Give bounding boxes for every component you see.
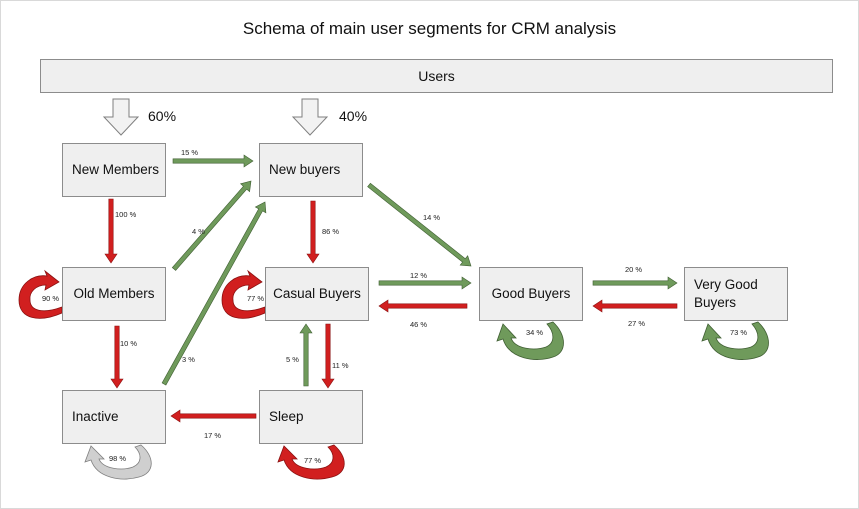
flow-label-good-buyers-to-very-good-buyers: 20 % bbox=[625, 265, 643, 274]
node-new-members: New Members bbox=[62, 143, 166, 197]
node-casual-buyers: Casual Buyers bbox=[265, 267, 369, 321]
arrow-good-buyers-to-casual-buyers bbox=[378, 299, 468, 313]
entry-percent-new-buyers: 40% bbox=[339, 108, 368, 124]
entry-arrow-new-buyers bbox=[291, 98, 329, 136]
flow-label-sleep-to-inactive: 17 % bbox=[204, 431, 222, 440]
node-inactive-label: Inactive bbox=[72, 409, 119, 424]
node-casual-buyers-label: Casual Buyers bbox=[273, 286, 361, 301]
arrow-old-members-to-inactive bbox=[110, 325, 124, 389]
loop-old-members bbox=[18, 269, 63, 319]
arrow-casual-buyers-to-sleep bbox=[321, 323, 335, 389]
loop-good-buyers bbox=[496, 321, 564, 360]
node-sleep-label: Sleep bbox=[269, 409, 304, 424]
node-new-members-label: New Members bbox=[72, 162, 160, 177]
diagram-title: Schema of main user segments for CRM ana… bbox=[242, 19, 617, 38]
node-very-good-buyers-label: Very Good Buyers bbox=[694, 277, 758, 310]
arrow-inactive-to-new-buyers bbox=[161, 201, 267, 386]
arrow-new-buyers-to-casual-buyers bbox=[306, 200, 320, 264]
node-good-buyers: Good Buyers bbox=[479, 267, 583, 321]
arrow-new-buyers-to-good-buyers bbox=[367, 182, 472, 267]
flow-label-good-buyers-to-casual-buyers: 46 % bbox=[410, 320, 428, 329]
flow-label-inactive-to-new-buyers: 3 % bbox=[182, 355, 195, 364]
node-inactive: Inactive bbox=[62, 390, 166, 444]
flow-label-sleep-to-casual-buyers: 5 % bbox=[286, 355, 299, 364]
arrow-sleep-to-inactive bbox=[170, 409, 257, 423]
arrow-old-members-to-new-buyers bbox=[171, 180, 252, 271]
flow-label-new-buyers-to-good-buyers: 14 % bbox=[423, 213, 441, 222]
flow-label-casual-buyers-self: 77 % bbox=[247, 294, 265, 303]
node-old-members-label: Old Members bbox=[73, 286, 155, 301]
arrow-very-good-buyers-to-good-buyers bbox=[592, 299, 678, 313]
flow-label-casual-buyers-to-good-buyers: 12 % bbox=[410, 271, 428, 280]
arrow-new-members-to-old-members bbox=[104, 198, 118, 264]
loop-very-good-buyers bbox=[701, 321, 769, 360]
loop-inactive bbox=[84, 444, 152, 480]
flow-label-old-members-to-new-buyers: 4 % bbox=[192, 227, 205, 236]
entry-percent-new-members: 60% bbox=[148, 108, 177, 124]
arrow-new-members-to-new-buyers bbox=[172, 154, 254, 168]
flow-label-casual-buyers-to-sleep: 11 % bbox=[332, 361, 349, 370]
loop-sleep bbox=[277, 444, 345, 480]
node-good-buyers-label: Good Buyers bbox=[491, 286, 571, 301]
node-new-buyers-label: New buyers bbox=[269, 162, 341, 177]
flow-label-good-buyers-self: 34 % bbox=[526, 328, 544, 337]
flow-label-new-buyers-to-casual-buyers: 86 % bbox=[322, 227, 340, 236]
users-bar: Users bbox=[40, 59, 833, 93]
arrow-good-buyers-to-very-good-buyers bbox=[592, 276, 678, 290]
node-old-members: Old Members bbox=[62, 267, 166, 321]
flow-label-sleep-self: 77 % bbox=[304, 456, 322, 465]
arrow-sleep-to-casual-buyers bbox=[299, 323, 313, 387]
flow-label-old-members-to-inactive: 10 % bbox=[120, 339, 138, 348]
flow-label-very-good-buyers-to-good-buyers: 27 % bbox=[628, 319, 646, 328]
node-very-good-buyers: Very Good Buyers bbox=[684, 267, 788, 321]
flow-label-very-good-buyers-self: 73 % bbox=[730, 328, 748, 337]
flow-label-old-members-self: 90 % bbox=[42, 294, 60, 303]
arrow-casual-buyers-to-good-buyers bbox=[378, 276, 472, 290]
flow-label-inactive-self: 98 % bbox=[109, 454, 127, 463]
entry-arrow-new-members bbox=[102, 98, 140, 136]
flow-label-new-members-to-old-members: 100 % bbox=[115, 210, 137, 219]
flow-label-new-members-to-new-buyers: 15 % bbox=[181, 148, 199, 157]
node-sleep: Sleep bbox=[259, 390, 363, 444]
node-new-buyers: New buyers bbox=[259, 143, 363, 197]
loop-casual-buyers bbox=[221, 269, 266, 319]
